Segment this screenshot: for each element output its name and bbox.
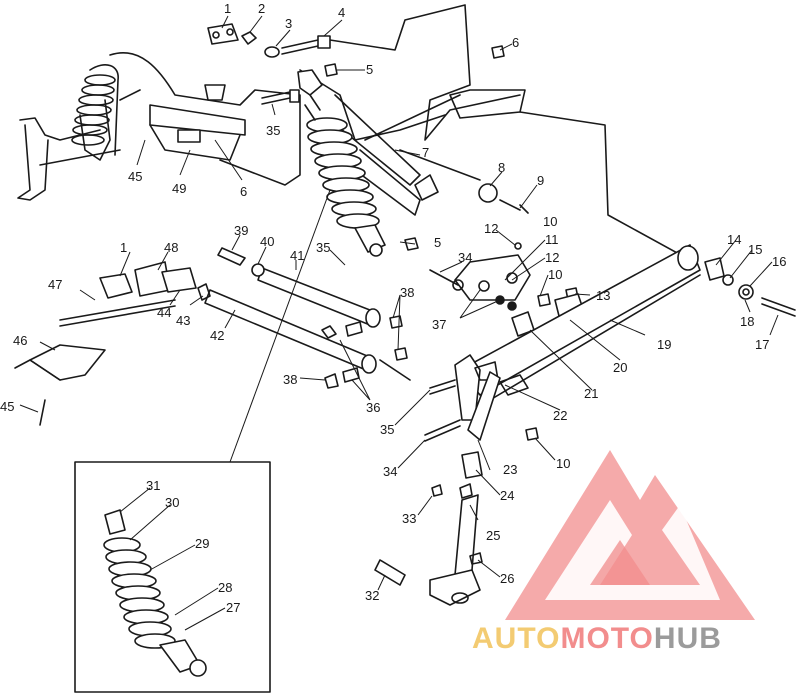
callout-43: 43: [176, 313, 190, 328]
callout-6: 6: [512, 35, 519, 50]
upper-frame-bracket: [17, 52, 301, 201]
callout-1-left: 1: [120, 240, 127, 255]
callout-2: 2: [258, 1, 265, 16]
callout-17: 17: [755, 337, 769, 352]
callout-27: 27: [226, 600, 240, 615]
callout-25: 25: [486, 528, 500, 543]
callout-6-lower: 6: [240, 184, 247, 199]
callout-10-lower: 10: [556, 456, 570, 471]
automotohub-logo: AUTOMOTOHUB: [472, 450, 755, 655]
callout-28: 28: [218, 580, 232, 595]
callout-30: 30: [165, 495, 179, 510]
callout-39: 39: [234, 223, 248, 238]
callout-49: 49: [172, 181, 186, 196]
trailing-arm: [459, 244, 796, 401]
skid-plate: [14, 344, 106, 426]
left-shock-absorber: [71, 64, 119, 161]
callout-4: 4: [338, 5, 345, 20]
callout-42: 42: [210, 328, 224, 343]
part-callouts: 1 2 3 4 5 6 35 7 8 9 10 45 49 6 12 11 12…: [0, 1, 786, 615]
callout-5: 5: [366, 62, 373, 77]
callout-47: 47: [48, 277, 62, 292]
callout-10: 10: [543, 214, 557, 229]
callout-35-mid: 35: [316, 240, 330, 255]
callout-34-lower: 34: [383, 464, 397, 479]
brand-moto: MOTO: [560, 622, 653, 655]
callout-45: 45: [128, 169, 142, 184]
callout-32: 32: [365, 588, 379, 603]
callout-24: 24: [500, 488, 514, 503]
callout-29: 29: [195, 536, 209, 551]
callout-34: 34: [458, 250, 472, 265]
callout-21: 21: [584, 386, 598, 401]
callout-7: 7: [422, 145, 429, 160]
callout-5-mid: 5: [434, 235, 441, 250]
callout-22: 22: [553, 408, 567, 423]
top-hardware: [207, 23, 505, 105]
callout-15: 15: [748, 242, 762, 257]
callout-9: 9: [537, 173, 544, 188]
callout-3: 3: [285, 16, 292, 31]
callout-10-mid: 10: [548, 267, 562, 282]
brand-auto: AUTO: [472, 622, 560, 655]
callout-12: 12: [484, 221, 498, 236]
main-shock-absorber: [297, 69, 386, 257]
callout-14: 14: [727, 232, 741, 247]
callout-41: 41: [290, 248, 304, 263]
leader-lines: [19, 15, 779, 631]
callout-26: 26: [500, 571, 514, 586]
callout-18: 18: [740, 314, 754, 329]
callout-13: 13: [596, 288, 610, 303]
callout-1: 1: [224, 1, 231, 16]
radius-rods: [204, 267, 411, 389]
callout-11: 11: [545, 232, 559, 247]
frame-assembly: [299, 4, 691, 261]
callout-35: 35: [266, 123, 280, 138]
callout-38: 38: [400, 285, 414, 300]
callout-33: 33: [402, 511, 416, 526]
inset-shock-detail: [74, 189, 331, 693]
callout-36: 36: [366, 400, 380, 415]
brand-hub: HUB: [654, 622, 722, 655]
callout-48: 48: [164, 240, 178, 255]
callout-35-lower: 35: [380, 422, 394, 437]
callout-12-lower: 12: [545, 250, 559, 265]
spindle-assembly: [374, 354, 539, 606]
middle-hardware: [404, 174, 585, 337]
callout-31: 31: [146, 478, 160, 493]
callout-8: 8: [498, 160, 505, 175]
callout-45-left: 45: [0, 399, 14, 414]
callout-40: 40: [260, 234, 274, 249]
svg-text:AUTOMOTOHUB: AUTOMOTOHUB: [472, 622, 722, 655]
callout-20: 20: [613, 360, 627, 375]
callout-37: 37: [432, 317, 446, 332]
callout-19: 19: [657, 337, 671, 352]
callout-38-lower: 38: [283, 372, 297, 387]
callout-44: 44: [157, 305, 171, 320]
callout-46: 46: [13, 333, 27, 348]
left-lower-hardware: [59, 247, 265, 327]
callout-23: 23: [503, 462, 517, 477]
callout-16: 16: [772, 254, 786, 269]
